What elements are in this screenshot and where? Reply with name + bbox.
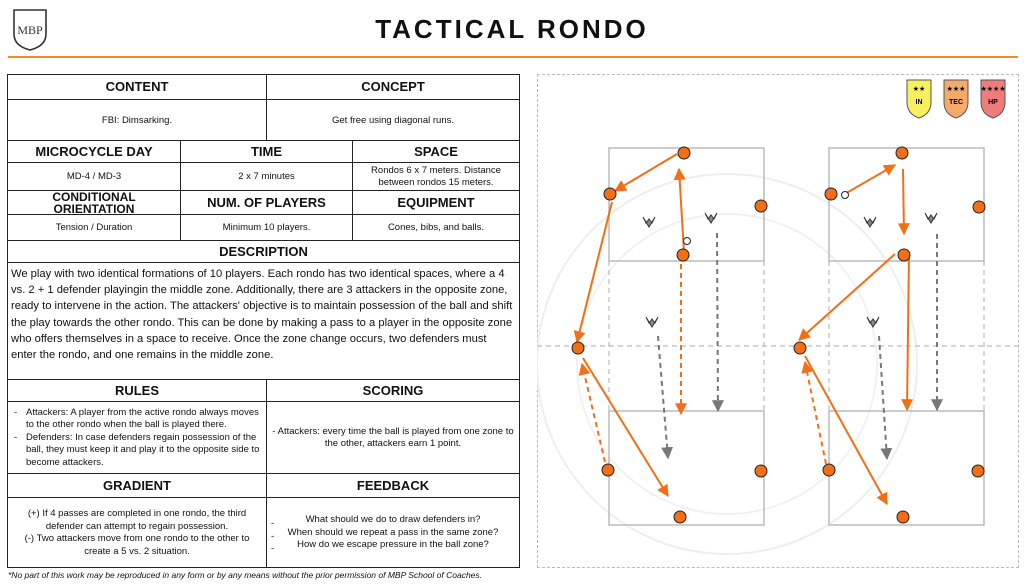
rules-item: Attackers: A player from the active rond… <box>14 407 262 432</box>
session-sheet: CONTENT CONCEPT FBI: Dimsarking. Get fre… <box>7 74 520 568</box>
rules-list: Attackers: A player from the active rond… <box>8 402 267 474</box>
attacker-player <box>754 199 768 213</box>
microcycle-label: MICROCYCLE DAY <box>8 141 181 163</box>
defender-marker <box>645 316 659 328</box>
attacker-player <box>677 146 691 160</box>
attacker-player <box>676 248 690 262</box>
attacker-player <box>822 463 836 477</box>
drill-diagram-frame <box>537 74 1019 568</box>
badge-in-label: IN <box>916 99 923 106</box>
pass-arrow <box>842 164 897 196</box>
gradient-line: (-) Two attackers move from one rondo to… <box>24 533 250 557</box>
feedback-item: How do we escape pressure in the ball zo… <box>297 539 489 551</box>
attacker-player <box>897 248 911 262</box>
defender-marker <box>704 212 718 224</box>
badge-stars: ★★ <box>913 85 926 93</box>
defender-marker <box>866 316 880 328</box>
pass-arrow <box>897 168 910 236</box>
ball <box>683 237 691 245</box>
pass-arrow <box>613 153 678 192</box>
attacker-player <box>971 464 985 478</box>
watermark-ring-inner <box>576 213 878 515</box>
attacker-player <box>571 341 585 355</box>
pass-arrow <box>804 355 888 506</box>
content-value: FBI: Dimsarking. <box>8 100 267 141</box>
players-label: NUM. OF PLAYERS <box>181 191 353 215</box>
mbp-shield-logo: MBP <box>13 9 47 51</box>
rules-label: RULES <box>8 380 267 402</box>
attacker-player <box>603 187 617 201</box>
pass-arrow <box>901 253 914 412</box>
badge-stars: ★★★★ <box>980 85 1005 93</box>
right-top-rondo <box>828 147 985 262</box>
pass-arrow <box>673 167 686 253</box>
badge-tec-label: TEC <box>949 99 963 106</box>
ball <box>841 191 849 199</box>
attacker-player <box>673 510 687 524</box>
gradient-label: GRADIENT <box>8 474 267 498</box>
run-arrow <box>578 362 606 463</box>
feedback-item: What should we do to draw defenders in? <box>305 514 481 526</box>
rules-item: Defenders: In case defenders regain poss… <box>14 432 262 470</box>
pass-arrow <box>582 357 669 498</box>
title-divider <box>8 56 1018 58</box>
attacker-player <box>824 187 838 201</box>
gradient-list: (+) If 4 passes are completed in one ron… <box>8 498 267 568</box>
pass-arrow <box>573 201 613 344</box>
badge-hp-shield <box>980 79 1006 119</box>
feedback-label: FEEDBACK <box>356 478 430 493</box>
equipment-label: EQUIPMENT <box>397 195 475 210</box>
content-label: CONTENT <box>8 75 267 99</box>
logo-text: MBP <box>17 23 43 37</box>
defender-marker <box>863 216 877 228</box>
gradient-line: (+) If 4 passes are completed in one ron… <box>27 508 247 532</box>
page-title: TACTICAL RONDO <box>375 14 649 44</box>
defender-run-arrow <box>878 335 893 461</box>
run-arrow <box>801 360 827 465</box>
attacker-player <box>754 464 768 478</box>
concept-label: CONCEPT <box>361 79 425 94</box>
badge-stars: ★★★ <box>947 85 966 93</box>
players-value: Minimum 10 players. <box>181 215 353 241</box>
pass-arrow <box>798 253 896 341</box>
defender-run-arrow <box>657 335 674 460</box>
description-text: We play with two identical formations of… <box>11 268 513 362</box>
time-value: 2 x 7 minutes <box>181 163 353 191</box>
copyright-footer: *No part of this work may be reproduced … <box>8 570 483 580</box>
description-label: DESCRIPTION <box>219 244 308 259</box>
drill-diagram: ★★ IN ★★★ TEC ★★★★ HP <box>537 79 1019 555</box>
badge-hp-label: HP <box>988 99 998 106</box>
equipment-value: Cones, bibs, and balls. <box>387 222 485 233</box>
scoring-label: SCORING <box>362 383 424 398</box>
microcycle-value: MD-4 / MD-3 <box>8 163 181 191</box>
defender-marker <box>642 216 656 228</box>
orientation-value: Tension / Duration <box>8 215 181 241</box>
attacker-player <box>896 510 910 524</box>
badge-tec-shield <box>943 79 969 119</box>
badge-in-shield <box>906 79 932 119</box>
time-label: TIME <box>181 141 353 163</box>
feedback-list: What should we do to draw defenders in? … <box>271 514 499 554</box>
orientation-label: CONDITIONAL ORIENTATION <box>8 191 181 215</box>
attacker-player <box>601 463 615 477</box>
space-label: SPACE <box>414 144 458 159</box>
concept-value: Get free using diagonal runs. <box>332 114 454 126</box>
attacker-player <box>895 146 909 160</box>
feedback-item: When should we repeat a pass in the same… <box>287 526 499 538</box>
space-value: Rondos 6 x 7 meters. Distance between ro… <box>371 165 501 188</box>
attacker-player <box>793 341 807 355</box>
scoring-value: - Attackers: every time the ball is play… <box>272 426 514 449</box>
defender-run-arrow <box>711 232 724 413</box>
attacker-player <box>972 200 986 214</box>
defender-marker <box>924 212 938 224</box>
watermark-ring <box>537 173 918 555</box>
